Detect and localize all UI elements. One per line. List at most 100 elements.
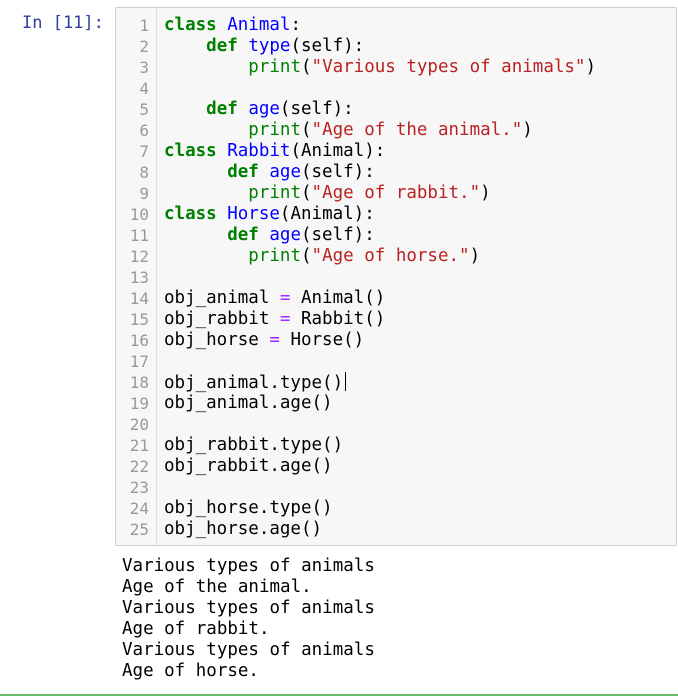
code-text: obj_animal	[164, 288, 280, 308]
string-literal: "Various types of animals"	[311, 57, 586, 77]
code-line-7: class Rabbit(Animal):	[164, 141, 668, 162]
code-line-3: print("Various types of animals")	[164, 57, 668, 78]
code-text: (self):	[290, 36, 365, 56]
keyword: def	[206, 36, 238, 56]
function-name: age	[269, 225, 301, 245]
indent	[164, 57, 248, 77]
code-line-11: def age(self):	[164, 225, 668, 246]
paren: )	[585, 57, 597, 77]
string-literal: "Age of horse."	[311, 246, 470, 266]
code-text: (self):	[300, 162, 375, 182]
indent	[164, 120, 248, 140]
input-prompt: In [11]:	[22, 13, 104, 33]
code-line-6: print("Age of the animal.")	[164, 120, 668, 141]
paren: (	[300, 120, 312, 140]
indent	[164, 246, 248, 266]
code-line-20	[164, 414, 668, 435]
builtin-print: print	[248, 120, 301, 140]
output-line: Age of the animal.	[122, 577, 312, 597]
code-line-21: obj_rabbit.type()	[164, 435, 344, 455]
assign-operator: =	[279, 309, 291, 329]
line-number: 10	[129, 205, 149, 224]
class-name: Animal	[227, 15, 291, 35]
line-number: 18	[129, 373, 149, 392]
assign-operator: =	[269, 330, 280, 350]
builtin-print: print	[248, 246, 301, 266]
line-number: 19	[129, 394, 149, 413]
line-number: 3	[139, 58, 149, 77]
code-text: Rabbit()	[290, 309, 386, 329]
code-lines[interactable]: class Animal: def type(self): print("Var…	[164, 15, 668, 540]
code-line-16: obj_horse = Horse()	[164, 330, 668, 351]
line-number: 16	[129, 331, 149, 350]
function-name: age	[248, 99, 280, 119]
indent	[164, 99, 206, 119]
paren: (	[300, 57, 312, 77]
paren: (	[300, 246, 312, 266]
code-line-9: print("Age of rabbit.")	[164, 183, 668, 204]
code-line-10: class Horse(Animal):	[164, 204, 668, 225]
line-number: 8	[139, 163, 149, 182]
line-number: 7	[139, 142, 149, 161]
paren: (	[300, 183, 312, 203]
line-number: 4	[139, 79, 149, 98]
output-line: Various types of animals	[122, 640, 375, 660]
code-line-13	[164, 267, 668, 288]
code-line-14: obj_animal = Animal()	[164, 288, 668, 309]
code-text: (Animal):	[279, 204, 375, 224]
indent	[164, 183, 248, 203]
keyword: class	[164, 15, 217, 35]
class-name: Rabbit	[227, 141, 291, 161]
line-number: 20	[129, 415, 149, 434]
line-number: 22	[129, 457, 149, 476]
keyword: def	[206, 99, 238, 119]
output-line: Age of horse.	[122, 661, 259, 681]
line-number: 1	[139, 16, 149, 35]
line-number: 13	[129, 268, 149, 287]
line-number: 23	[129, 478, 149, 497]
code-line-12: print("Age of horse.")	[164, 246, 668, 267]
code-text: Horse()	[279, 330, 365, 350]
paren: )	[469, 246, 481, 266]
code-line-23	[164, 477, 668, 498]
line-number: 2	[139, 37, 149, 56]
line-number: 11	[129, 226, 149, 245]
keyword: class	[164, 141, 217, 161]
keyword: def	[227, 162, 259, 182]
line-number: 21	[129, 436, 149, 455]
code-line-4	[164, 78, 668, 99]
code-line-1: class Animal:	[164, 15, 668, 36]
keyword: class	[164, 204, 217, 224]
code-text: obj_rabbit	[164, 309, 280, 329]
line-number: 5	[139, 100, 149, 119]
line-number: 9	[139, 184, 149, 203]
code-line-24: obj_horse.type()	[164, 498, 333, 518]
string-literal: "Age of the animal."	[311, 120, 523, 140]
code-text: obj_horse	[164, 330, 270, 350]
output-line: Various types of animals	[122, 598, 375, 618]
code-line-25: obj_horse.age()	[164, 519, 323, 539]
code-line-5: def age(self):	[164, 99, 668, 120]
code-line-19: obj_animal.age()	[164, 393, 333, 413]
indent	[164, 225, 227, 245]
output-line: Age of rabbit.	[122, 619, 270, 639]
code-line-18: obj_animal.type()	[164, 372, 668, 393]
code-line-8: def age(self):	[164, 162, 668, 183]
text-cursor	[345, 372, 347, 391]
output-line: Various types of animals	[122, 556, 375, 576]
line-number: 24	[129, 499, 149, 518]
code-text: (self):	[279, 99, 354, 119]
builtin-print: print	[248, 57, 301, 77]
line-number: 15	[129, 310, 149, 329]
code-text: Animal()	[290, 288, 386, 308]
code-line-15: obj_rabbit = Rabbit()	[164, 309, 668, 330]
line-number: 6	[139, 121, 149, 140]
builtin-print: print	[248, 183, 301, 203]
code-line-22: obj_rabbit.age()	[164, 456, 333, 476]
code-line-2: def type(self):	[164, 36, 668, 57]
